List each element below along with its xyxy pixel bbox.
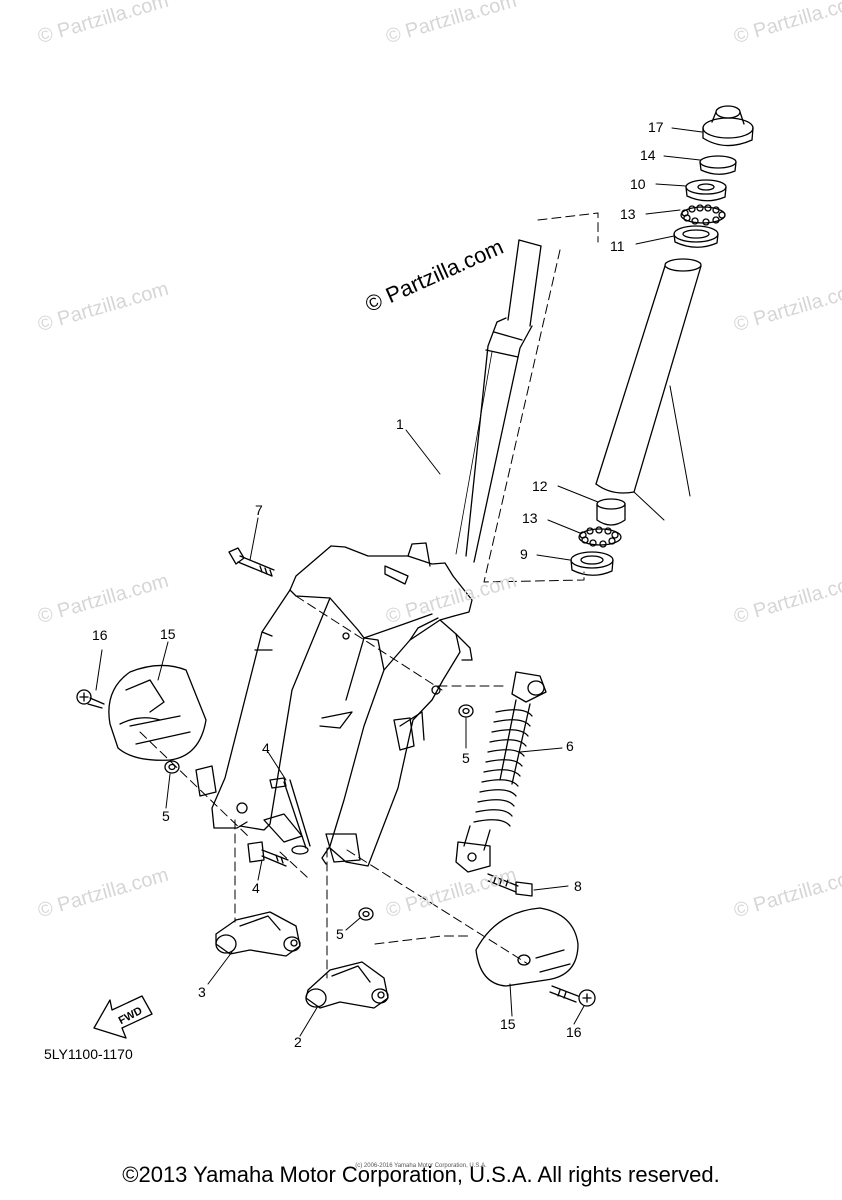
callout-9: 9	[520, 546, 528, 562]
nut-5-bottom	[358, 907, 374, 921]
callout-5-right: 5	[462, 750, 470, 766]
callout-4-lower: 4	[252, 880, 260, 896]
screw-16-left	[76, 689, 105, 709]
callout-10: 10	[630, 176, 646, 192]
nut-5-left	[164, 760, 180, 774]
head-pipe-tube	[595, 258, 702, 521]
callout-1: 1	[396, 416, 404, 432]
bolt-4-upper	[269, 777, 311, 855]
bolt-7	[228, 547, 275, 577]
ball-bearing-13-upper	[680, 204, 726, 226]
callout-14: 14	[640, 147, 656, 163]
callout-3: 3	[198, 984, 206, 1000]
bolt-8	[485, 873, 533, 897]
callout-13-upper: 13	[620, 206, 636, 222]
copyright-notice: ©2013 Yamaha Motor Corporation, U.S.A. A…	[122, 1162, 720, 1187]
bearing-race-9	[570, 551, 614, 576]
callout-2: 2	[294, 1034, 302, 1050]
callout-16-left: 16	[92, 627, 108, 643]
callout-6: 6	[566, 738, 574, 754]
ball-bearing-13-lower	[578, 526, 622, 548]
leader-lines	[95, 127, 703, 1037]
bolt-4-lower	[247, 841, 289, 867]
screw-16-right	[549, 985, 596, 1007]
ring-nut-14	[699, 155, 737, 175]
callout-15-right: 15	[500, 1016, 516, 1032]
nut-5-right	[458, 704, 474, 718]
bearing-cover-17	[702, 105, 754, 147]
callout-7: 7	[255, 502, 263, 518]
callout-5-left: 5	[162, 808, 170, 824]
shock-absorber	[455, 671, 547, 873]
link-3	[215, 911, 301, 957]
callout-16-right: 16	[566, 1024, 582, 1040]
fwd-arrow-icon	[93, 995, 153, 1039]
callout-4-upper: 4	[262, 740, 270, 756]
assembly-dashed-lines	[139, 212, 599, 979]
callout-5-bottom: 5	[336, 926, 344, 942]
callout-11: 11	[610, 238, 625, 254]
diagram-code: 5LY1100-1170	[44, 1046, 133, 1062]
front-fork-frame	[195, 542, 473, 867]
callout-13-lower: 13	[522, 510, 538, 526]
callout-17: 17	[648, 119, 664, 135]
steering-shaft	[455, 239, 542, 563]
callout-15-left: 15	[160, 626, 176, 642]
bearing-race-10	[685, 179, 727, 202]
link-2	[305, 961, 389, 1009]
callout-12: 12	[532, 478, 548, 494]
callout-8: 8	[574, 878, 582, 894]
cover-15-right	[475, 907, 579, 987]
bearing-race-11	[673, 225, 719, 248]
bearing-race-12	[596, 498, 626, 526]
cover-15-left	[108, 664, 207, 761]
tiny-copyright: (c) 2006-2016 Yamaha Motor Corporation, …	[355, 1163, 487, 1169]
